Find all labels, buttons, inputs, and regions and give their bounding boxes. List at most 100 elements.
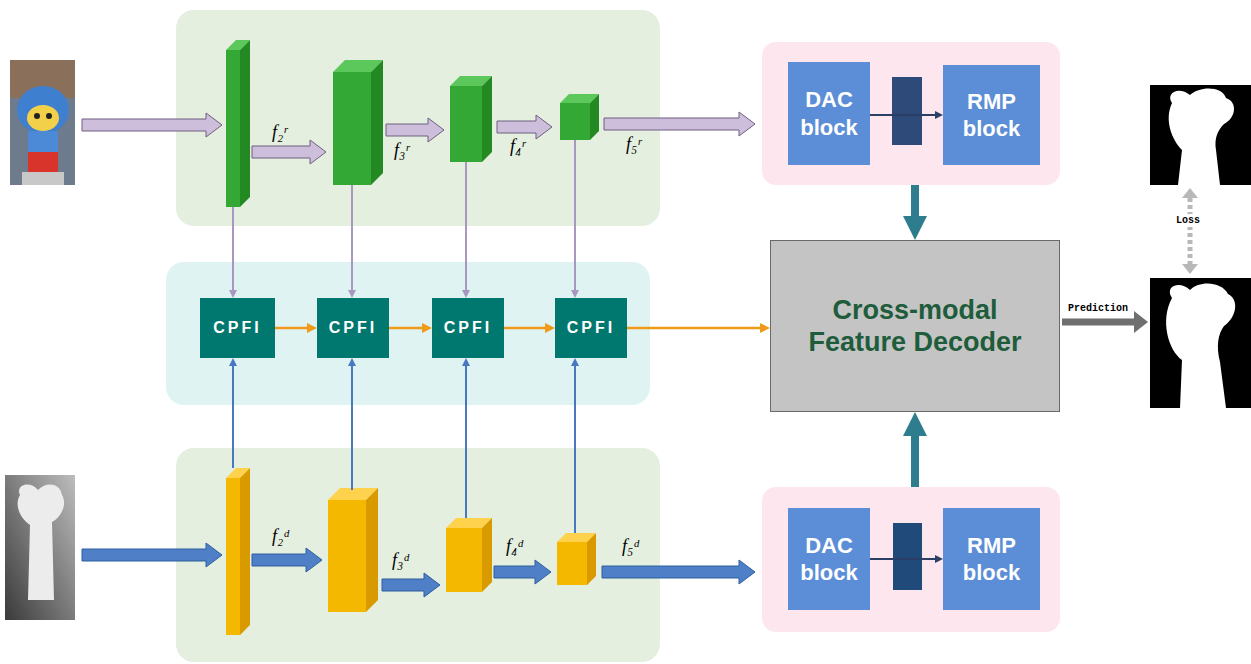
feature-arrow <box>574 366 576 533</box>
loss-arrowhead <box>1182 264 1198 274</box>
prediction-arrow <box>1062 319 1136 326</box>
fusion-panel-fill <box>166 262 650 405</box>
depth-encoder-panel <box>176 448 660 662</box>
stream-arrow <box>382 573 440 597</box>
dac-block: DAC block <box>788 62 870 165</box>
stream-arrow <box>604 112 755 136</box>
connector-arrow <box>870 114 935 116</box>
toy-base <box>28 152 58 172</box>
stream-arrow <box>386 118 444 142</box>
feature-arrow <box>232 366 234 468</box>
toy-face <box>27 105 59 131</box>
rgb-encoder-panel <box>176 10 660 226</box>
box-text: DAC block <box>792 532 866 587</box>
cuboid-side <box>366 488 378 612</box>
feature-label: f₃ᵈ <box>392 550 409 570</box>
dac-block: DAC block <box>788 508 870 610</box>
box-text: DAC block <box>792 86 866 141</box>
toy-stand <box>22 172 64 185</box>
feature-arrow <box>465 366 467 518</box>
cpfi-module: CPFI <box>432 298 504 358</box>
stream-arrow <box>82 113 222 137</box>
connector-arrow <box>627 327 760 330</box>
stream-arrow <box>252 548 322 572</box>
feature-label: f₄ᵈ <box>506 536 523 556</box>
rmp-block: RMP block <box>943 65 1040 165</box>
toy-eye <box>46 113 52 119</box>
toy-eye <box>34 113 40 119</box>
depth-object <box>18 485 64 600</box>
prediction-mask <box>1150 278 1251 408</box>
arrow-label: Prediction <box>1068 302 1128 315</box>
module-panel: DAC block RMP block <box>762 487 1060 632</box>
stream-arrow <box>252 140 326 164</box>
box-text: CPFI <box>444 319 492 337</box>
depth-feature-cuboid <box>557 533 596 585</box>
connector-arrow <box>504 327 545 330</box>
cpfi-module: CPFI <box>317 298 389 358</box>
box-text: Cross-modal Feature Decoder <box>783 294 1047 359</box>
stream-arrow <box>494 560 551 584</box>
cuboid-front <box>557 542 587 585</box>
cuboid-side <box>240 40 250 207</box>
rgb-feature-cuboid <box>333 60 383 185</box>
feature-label: f₄ʳ <box>510 136 525 156</box>
toy-hood <box>17 86 69 134</box>
rgb-image <box>10 60 75 185</box>
box-text: RMP block <box>947 88 1036 143</box>
cuboid-front <box>226 50 240 207</box>
mask-object <box>1169 89 1234 185</box>
depth-feature-cuboid <box>328 488 378 612</box>
feature-label: f₂ᵈ <box>272 526 289 546</box>
decoder-box: Cross-modal Feature Decoder <box>770 240 1060 412</box>
cuboid-side <box>240 468 250 635</box>
feature-label: f₃ʳ <box>394 140 409 160</box>
cuboid-side <box>482 518 492 592</box>
feature-bar <box>893 523 922 590</box>
box-text: CPFI <box>213 319 261 337</box>
stream-arrow <box>82 543 222 567</box>
rmp-block: RMP block <box>943 508 1040 610</box>
prediction-arrowhead <box>1134 311 1148 333</box>
ground-truth-mask <box>1150 85 1251 185</box>
cuboid-side <box>590 94 599 140</box>
connector-arrow <box>911 185 919 216</box>
rgb-feature-cuboid <box>560 94 599 140</box>
depth-image <box>5 475 75 620</box>
module-panel-fill <box>762 487 1060 632</box>
feature-arrow <box>574 140 576 290</box>
depth-feature-cuboid <box>226 468 250 635</box>
cuboid-front <box>226 478 240 635</box>
cuboid-front <box>560 103 590 140</box>
depth-feature-cuboid <box>446 518 492 592</box>
feature-bar <box>892 77 922 145</box>
cuboid-front <box>333 72 371 185</box>
feature-label: f₅ʳ <box>626 134 641 154</box>
stream-arrow <box>602 560 755 584</box>
connector-arrow <box>911 436 919 487</box>
cpfi-module: CPFI <box>555 298 627 358</box>
rgb-feature-cuboid <box>450 76 492 162</box>
mask-object <box>1166 284 1235 408</box>
cuboid-front <box>450 86 482 162</box>
cuboid-side <box>371 60 383 185</box>
feature-label: f₅ᵈ <box>622 536 639 556</box>
stream-arrow <box>497 115 552 139</box>
loss-arrowhead <box>1182 188 1198 198</box>
cuboid-side <box>587 533 596 585</box>
cuboid-side <box>482 76 492 162</box>
feature-arrow <box>232 207 234 290</box>
box-text: CPFI <box>567 319 615 337</box>
connector-arrow <box>870 558 935 560</box>
rgb-feature-cuboid <box>226 40 250 207</box>
cuboid-front <box>328 500 366 612</box>
box-text: RMP block <box>947 532 1036 587</box>
connector-arrow <box>389 327 422 330</box>
toy-body <box>28 131 58 152</box>
box-text: CPFI <box>329 319 377 337</box>
feature-label: f₂ʳ <box>272 122 287 142</box>
feature-arrow <box>465 162 467 290</box>
module-panel-fill <box>762 42 1060 185</box>
loss-arrow <box>1188 198 1193 264</box>
